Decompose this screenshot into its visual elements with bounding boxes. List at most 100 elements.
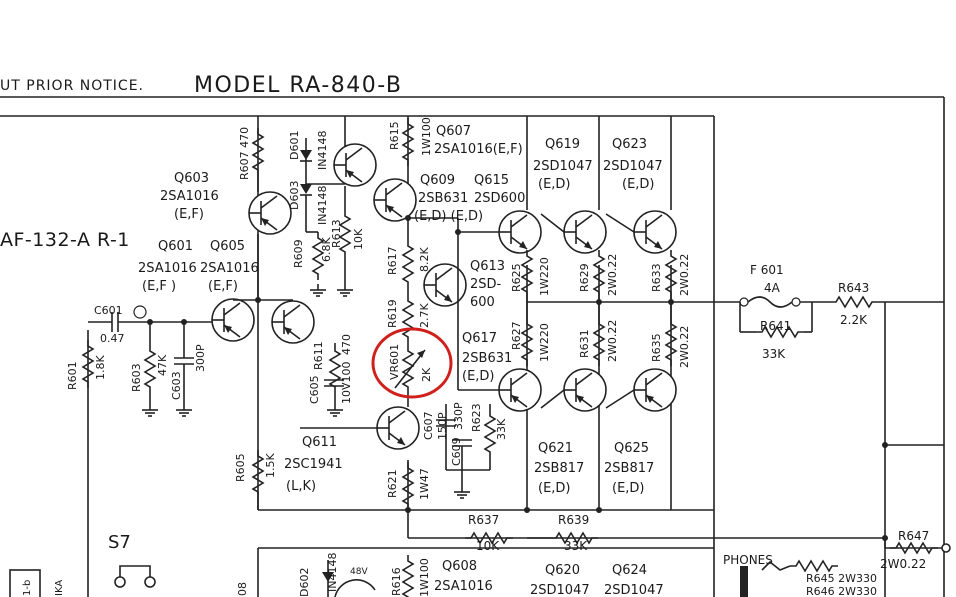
label-r647-val: 2W0.22 xyxy=(880,557,926,571)
switch-label: S7 xyxy=(108,532,131,553)
label-r601: R601 xyxy=(66,361,79,390)
label-r619: R619 xyxy=(386,299,399,328)
label-r611: R611 xyxy=(312,341,325,370)
label-q607: Q607 xyxy=(436,124,471,139)
label-c609: C609 xyxy=(450,437,463,466)
label-q611-rank: (L,K) xyxy=(286,479,316,494)
label-q605-part: 2SA1016 xyxy=(200,261,259,276)
capacitor-c605 xyxy=(324,379,344,387)
label-q625-rank: (E,D) xyxy=(612,481,645,496)
output-terminal xyxy=(941,543,951,553)
transistor-q617 xyxy=(498,368,542,412)
label-r615-val: 1W100 xyxy=(420,117,433,156)
label-r646: R646 2W330 xyxy=(806,585,877,597)
label-r629-val: 2W0.22 xyxy=(606,254,619,296)
resistor-r643 xyxy=(829,296,879,308)
label-r616: R616 xyxy=(390,567,403,596)
vr601-highlight-circle xyxy=(371,327,453,399)
board-frame xyxy=(0,96,945,597)
label-d601-part: IN4148 xyxy=(316,131,329,170)
label-r619-val: 2.7K xyxy=(418,303,431,328)
label-d602-part: IN4148 xyxy=(326,553,339,592)
label-q619-rank: (E,D) xyxy=(538,177,571,192)
resistor-r616-partial xyxy=(402,554,414,597)
label-f601: F 601 xyxy=(750,263,784,277)
label-r645: R645 2W330 xyxy=(806,572,877,585)
label-r641-val: 33K xyxy=(762,347,786,361)
transistor-q605 xyxy=(271,300,315,344)
label-r643-val: 2.2K xyxy=(840,313,868,327)
label-q615: Q615 xyxy=(474,173,509,188)
label-vr601-val: 2K xyxy=(420,367,433,382)
transistor-q615 xyxy=(498,210,542,254)
transistor-q608-partial xyxy=(334,579,376,597)
label-q611: Q611 xyxy=(302,435,337,450)
label-q623-rank: (E,D) xyxy=(622,177,655,192)
label-f601-val: 4A xyxy=(764,281,781,295)
transistor-q619 xyxy=(563,210,607,254)
label-r631-val: 2W0.22 xyxy=(606,320,619,362)
component-labels: Q607 2SA1016(E,F) Q603 2SA1016 (E,F) Q60… xyxy=(66,117,929,597)
label-r625: R625 xyxy=(510,263,523,292)
label-r633: R633 xyxy=(650,263,663,292)
label-q608: Q608 xyxy=(442,559,477,574)
transistor-q603 xyxy=(248,191,292,235)
label-c601-val: 0.47 xyxy=(100,332,125,345)
transistor-q601 xyxy=(211,298,255,342)
label-q623-part: 2SD1047 xyxy=(603,159,663,174)
label-r639-val: 33K xyxy=(564,539,588,553)
label-c607: C607 xyxy=(422,411,435,440)
label-r616-val: 1W100 xyxy=(418,558,431,597)
label-r609-val: 6.8K xyxy=(320,237,333,262)
label-r647: R647 xyxy=(898,529,929,543)
label-c609-val: 330P xyxy=(452,402,465,430)
label-d603-part: IN4148 xyxy=(316,186,329,225)
label-q601-rank: (E,F ) xyxy=(142,279,176,294)
label-q603-part: 2SA1016 xyxy=(160,189,219,204)
transistor-q625 xyxy=(633,368,677,412)
variable-resistor-vr601 xyxy=(394,344,426,394)
resistor-r645 xyxy=(789,560,839,572)
label-q603: Q603 xyxy=(174,171,209,186)
resistor-r623 xyxy=(484,409,496,459)
label-r609: R609 xyxy=(292,239,305,268)
label-q625: Q625 xyxy=(614,441,649,456)
resistor-r617 xyxy=(402,239,414,289)
label-r611-val-a: 10V100 xyxy=(340,361,353,404)
label-r613-val: 10K xyxy=(352,228,365,250)
label-q624-part: 2SD1047 xyxy=(604,583,664,597)
label-q617: Q617 xyxy=(462,331,497,346)
label-q621: Q621 xyxy=(538,441,573,456)
transistor-q607 xyxy=(333,143,377,187)
left-1b-label: 1-b xyxy=(22,580,33,596)
notice-text: UT PRIOR NOTICE. xyxy=(0,78,144,94)
label-q601-part: 2SA1016 xyxy=(138,261,197,276)
label-r627-val: 1W220 xyxy=(538,323,551,362)
label-q624: Q624 xyxy=(612,563,647,578)
label-c601: C601 xyxy=(94,304,123,317)
label-q608-part: 2SA1016 xyxy=(434,579,493,594)
transistor-q623 xyxy=(633,210,677,254)
label-q621-rank: (E,D) xyxy=(538,481,571,496)
label-q620-part: 2SD1047 xyxy=(530,583,590,597)
label-r601-val: 1.8K xyxy=(94,355,107,380)
label-c603-val: 300P xyxy=(194,344,207,372)
label-r639: R639 xyxy=(558,513,589,527)
left-connector xyxy=(9,569,41,597)
label-q607-part: 2SA1016(E,F) xyxy=(434,142,523,157)
label-q611-part: 2SC1941 xyxy=(284,457,343,472)
label-d601: D601 xyxy=(288,131,301,160)
label-c603: C603 xyxy=(170,371,183,400)
label-r615: R615 xyxy=(388,121,401,150)
label-q609-part: 2SB631 xyxy=(418,191,468,206)
transistor-q621 xyxy=(563,368,607,412)
label-q613-part-a: 2SD- xyxy=(470,277,502,292)
label-r643: R643 xyxy=(838,281,869,295)
label-vr601: VR601 xyxy=(388,344,401,380)
label-r625-val: 1W220 xyxy=(538,257,551,296)
label-r617: R617 xyxy=(386,246,399,275)
diode-d602-partial xyxy=(322,560,334,597)
label-r611-val-b: 470 xyxy=(340,334,353,355)
label-r605-val: 1.5K xyxy=(264,453,277,478)
